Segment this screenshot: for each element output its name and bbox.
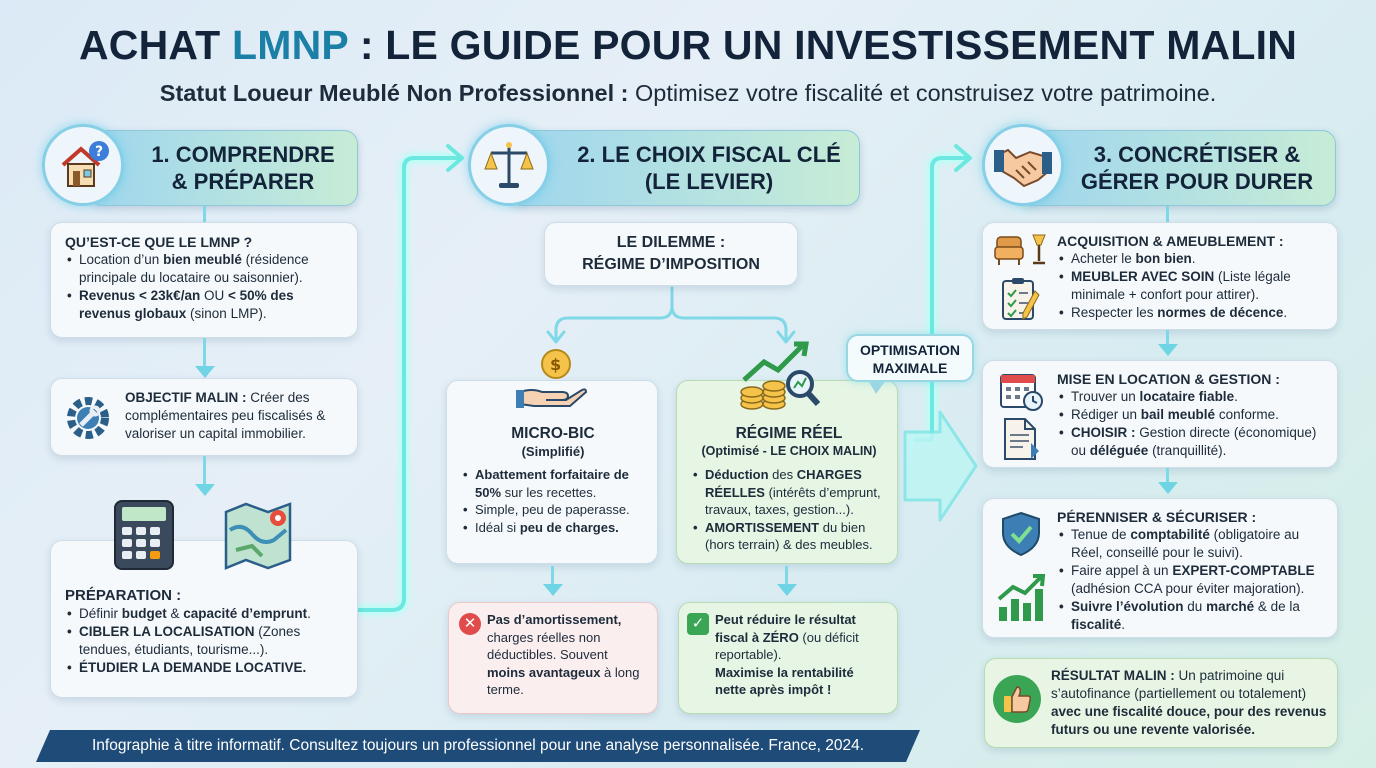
bullet: Abattement forfaitaire de 50% sur les re… — [461, 466, 645, 501]
svg-text:?: ? — [95, 144, 103, 160]
coins-chart-icon — [738, 340, 822, 414]
down-arrow — [195, 366, 215, 378]
bullet: MEUBLER AVEC SOIN (Liste légale minimale… — [1057, 268, 1329, 304]
micro-bic-result-card: ✕ Pas d’amortissement, charges réelles n… — [448, 602, 658, 714]
micro-bic-sub: (Simplifié) — [521, 443, 585, 459]
regime-reel-title: RÉGIME RÉEL — [735, 425, 843, 442]
scales-icon — [468, 124, 550, 206]
down-arrow — [1158, 482, 1178, 494]
bullet: Rédiger un bail meublé conforme. — [1057, 406, 1329, 424]
step2-heading: 2. LE CHOIX FISCAL CLÉ (LE LEVIER) — [508, 130, 860, 206]
map-pin-icon — [222, 500, 294, 572]
connector-line — [203, 338, 206, 368]
bullet: ÉTUDIER LA DEMANDE LOCATIVE. — [65, 659, 343, 677]
shield-check-icon — [1001, 511, 1041, 557]
card-title: QU’EST-CE QUE LE LMNP ? — [65, 234, 253, 250]
micro-bic-card: MICRO-BIC (Simplifié) Abattement forfait… — [446, 380, 658, 564]
down-arrow — [1158, 344, 1178, 356]
badge-tail — [868, 380, 886, 394]
down-arrow — [777, 584, 797, 596]
check-icon: ✓ — [687, 613, 709, 635]
connector-line — [1166, 330, 1169, 346]
connector-line — [785, 566, 788, 584]
bullet: CIBLER LA LOCALISATION (Zones tendues, é… — [65, 623, 343, 659]
bullet: AMORTISSEMENT du bien (hors terrain) & d… — [691, 519, 887, 554]
dilemme-card: LE DILEMME : RÉGIME D’IMPOSITION — [544, 222, 798, 286]
bullet: Location d’un bien meublé (résidence pri… — [65, 251, 343, 287]
objectif-card: OBJECTIF MALIN : Créer des complémentair… — [50, 378, 358, 456]
bullet: Tenue de comptabilité (obligatoire au Ré… — [1057, 526, 1329, 562]
acquisition-card: ACQUISITION & AMEUBLEMENT : Acheter le b… — [982, 222, 1338, 330]
bullet: Simple, peu de paperasse. — [461, 501, 645, 519]
calendar-icon — [999, 369, 1045, 411]
step3-heading: 3. CONCRÉTISER & GÉRER POUR DURER — [1018, 130, 1336, 206]
checklist-icon — [999, 277, 1041, 323]
connector-line — [1166, 468, 1169, 484]
page-subtitle: Statut Loueur Meublé Non Professionnel :… — [159, 80, 1217, 106]
micro-bic-title: MICRO-BIC — [511, 425, 595, 442]
card-title: ACQUISITION & AMEUBLEMENT : — [1057, 233, 1284, 249]
bullet: Revenus < 23k€/an OU < 50% des revenus g… — [65, 287, 343, 323]
regime-reel-result-card: ✓ Peut réduire le résultat fiscal à ZÉRO… — [678, 602, 898, 714]
connector-line — [203, 456, 206, 486]
lmnp-definition-card: QU’EST-CE QUE LE LMNP ? Location d’un bi… — [50, 222, 358, 338]
page-title: ACHAT LMNP : LE GUIDE POUR UN INVESTISSE… — [78, 22, 1298, 68]
card-title: PRÉPARATION : — [65, 587, 182, 604]
handshake-icon — [982, 124, 1064, 206]
step1-heading: 1. COMPRENDRE & PRÉPARER — [88, 130, 358, 206]
gear-wrench-icon — [61, 391, 115, 445]
thumbs-up-icon — [993, 675, 1041, 723]
down-arrow — [195, 484, 215, 496]
bullet: Acheter le bon bien. — [1057, 250, 1329, 268]
optimisation-badge: OPTIMISATION MAXIMALE — [846, 334, 974, 382]
house-question-icon: ? — [42, 124, 124, 206]
card-title: MISE EN LOCATION & GESTION : — [1057, 371, 1280, 387]
connector-line — [203, 206, 206, 222]
bullet: Définir budget & capacité d’emprunt. — [65, 605, 343, 623]
bullet: CHOISIR : Gestion directe (économique) o… — [1057, 424, 1329, 460]
location-gestion-card: MISE EN LOCATION & GESTION : Trouver un … — [982, 360, 1338, 468]
bullet: Faire appel à un EXPERT-COMPTABLE (adhés… — [1057, 562, 1329, 598]
down-arrow — [543, 584, 563, 596]
bullet: Trouver un locataire fiable. — [1057, 388, 1329, 406]
bullet: Suivre l’évolution du marché & de la fis… — [1057, 598, 1329, 634]
cross-icon: ✕ — [459, 613, 481, 635]
armchair-icon — [993, 231, 1049, 267]
calculator-icon — [112, 498, 176, 572]
growth-chart-icon — [995, 573, 1047, 623]
preparation-card: PRÉPARATION : Définir budget & capacité … — [50, 540, 358, 698]
disclaimer-footer: Infographie à titre informatif. Consulte… — [36, 730, 920, 762]
svg-text:$: $ — [550, 355, 561, 374]
perenniser-card: PÉRENNISER & SÉCURISER : Tenue de compta… — [982, 498, 1338, 638]
bullet: Respecter les normes de décence. — [1057, 304, 1329, 322]
connector-line — [551, 566, 554, 584]
document-icon — [1001, 417, 1041, 461]
card-title: PÉRENNISER & SÉCURISER : — [1057, 509, 1257, 525]
connector-line — [1166, 206, 1169, 222]
resultat-card: RÉSULTAT MALIN : Un patrimoine qui s’aut… — [984, 658, 1338, 748]
hand-coin-icon: $ — [516, 348, 588, 410]
regime-reel-card: RÉGIME RÉEL (Optimisé - LE CHOIX MALIN) … — [676, 380, 898, 564]
regime-reel-sub: (Optimisé - LE CHOIX MALIN) — [701, 443, 877, 458]
bullet: Déduction des CHARGES RÉELLES (intérêts … — [691, 466, 887, 519]
bullet: Idéal si peu de charges. — [461, 519, 645, 537]
